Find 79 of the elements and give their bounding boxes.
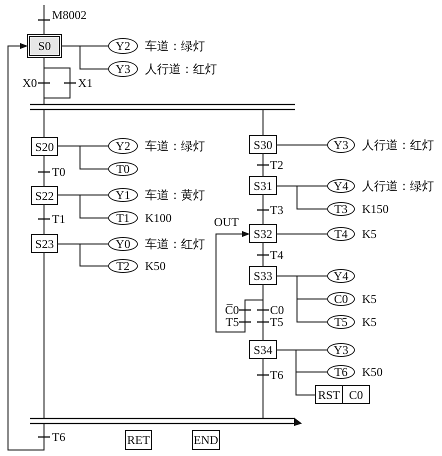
connector-line xyxy=(262,154,264,176)
step-box: S33 xyxy=(249,266,277,285)
output-ellipse: Y1 xyxy=(108,188,138,202)
parallel-branch-line xyxy=(30,418,302,424)
output-description: K100 xyxy=(145,212,172,224)
step-box: S20 xyxy=(31,137,58,156)
transition-label: T6 xyxy=(52,431,66,443)
transition-label: T0 xyxy=(52,166,66,178)
connector-line xyxy=(262,358,264,418)
connector-line xyxy=(276,276,328,322)
output-ellipse: T1 xyxy=(108,211,138,225)
output-ellipse: Y2 xyxy=(108,138,138,154)
transition-label: X0 xyxy=(22,77,37,89)
output-ellipse: Y0 xyxy=(108,237,138,251)
output-ellipse: Y3 xyxy=(108,61,138,77)
step-box: S23 xyxy=(31,234,58,253)
transition-label: C̅0 xyxy=(224,304,239,316)
output-ellipse: C0 xyxy=(327,292,355,306)
arrow xyxy=(216,231,264,332)
step-box: S31 xyxy=(249,176,277,195)
output-ellipse: Y4 xyxy=(327,179,355,193)
output-description: 人行道：红灯 xyxy=(362,139,434,151)
output-description: 人行道：绿灯 xyxy=(362,180,434,192)
output-description: K50 xyxy=(145,260,166,272)
transition-label: X1 xyxy=(78,77,93,89)
connector-line xyxy=(276,186,328,210)
output-description: K150 xyxy=(362,203,389,215)
transition-label: T2 xyxy=(270,159,284,171)
connector-line xyxy=(58,244,108,266)
transition-label: M8002 xyxy=(52,9,87,21)
output-ellipse: T6 xyxy=(327,365,355,379)
connector-line xyxy=(262,110,264,136)
step-box: S32 xyxy=(249,224,277,243)
step-box: S34 xyxy=(249,340,277,359)
output-description: 人行道：红灯 xyxy=(145,63,217,75)
output-description: K50 xyxy=(362,366,383,378)
output-description: 车道：红灯 xyxy=(145,238,205,250)
connector-line xyxy=(276,144,328,146)
output-ellipse: Y2 xyxy=(108,38,138,54)
output-description: 车道：绿灯 xyxy=(145,140,205,152)
output-description: K5 xyxy=(362,228,377,240)
connector-line xyxy=(262,284,264,340)
connector-line xyxy=(262,194,264,224)
output-ellipse: T0 xyxy=(108,162,138,176)
output-description: 车道：绿灯 xyxy=(145,40,205,52)
connector-line xyxy=(44,58,70,104)
connector-line xyxy=(62,46,108,70)
step-box: S30 xyxy=(249,135,277,154)
transition-label: T6 xyxy=(270,369,284,381)
output-ellipse: T3 xyxy=(327,202,355,216)
instruction-box xyxy=(315,385,370,404)
arrow xyxy=(8,43,44,450)
connector-line xyxy=(58,194,108,218)
output-ellipse: Y3 xyxy=(327,137,355,153)
initial-step-box: S0 xyxy=(27,34,62,58)
connector-line xyxy=(262,242,264,266)
output-description: K5 xyxy=(362,293,377,305)
instruction-cell: C0 xyxy=(342,386,369,403)
output-description: 车道：黄灯 xyxy=(145,189,205,201)
transition-label: T5 xyxy=(270,316,284,328)
transition-label: C0 xyxy=(270,304,284,316)
connector-line xyxy=(58,146,108,170)
instruction-box: RET xyxy=(125,430,152,450)
transition-label: T4 xyxy=(270,249,284,261)
output-ellipse: Y4 xyxy=(327,269,355,283)
output-ellipse: Y3 xyxy=(327,343,355,357)
instruction-box: END xyxy=(192,430,220,450)
transition-label: T3 xyxy=(270,204,284,216)
connector-line xyxy=(276,350,316,396)
output-ellipse: T4 xyxy=(327,227,355,241)
transition-label: T5 xyxy=(226,316,239,328)
output-ellipse: T2 xyxy=(108,259,138,273)
parallel-branch-line xyxy=(30,104,295,110)
step-box: S22 xyxy=(31,186,58,205)
output-ellipse: T5 xyxy=(327,315,355,329)
transition-label: OUT xyxy=(214,216,239,228)
transition-label: T1 xyxy=(52,213,66,225)
output-description: K5 xyxy=(362,316,377,328)
instruction-cell-text: RST xyxy=(316,386,341,403)
